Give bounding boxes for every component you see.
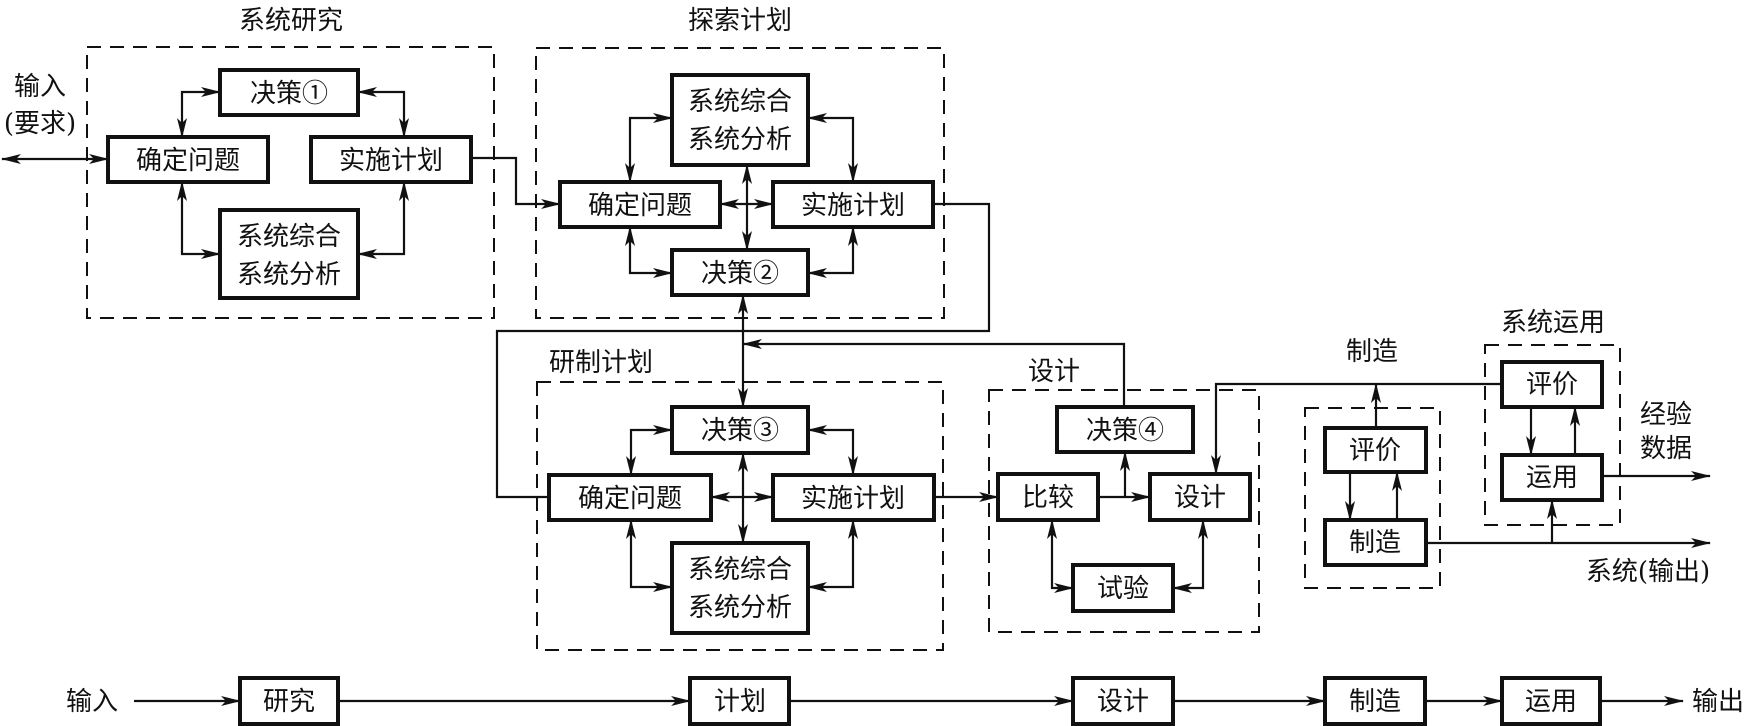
node-evaluate-operation: 评价: [1500, 360, 1604, 409]
connector: [625, 113, 673, 183]
svg-text:制造: 制造: [1349, 687, 1401, 717]
stage-title-operation: 系统运用: [1501, 308, 1605, 338]
stage-frame-design: [988, 389, 1260, 633]
stage-frame-operation: [1484, 344, 1621, 526]
svg-text:设计: 设计: [1097, 687, 1149, 717]
summary-output: 输出: [1692, 687, 1744, 717]
node-implement-plan-3: 实施计划: [771, 473, 936, 522]
stage-title-manufacture: 制造: [1346, 337, 1398, 367]
node-decision-3: 决策③: [670, 405, 810, 455]
node-make: 制造: [1323, 518, 1428, 567]
connector: [807, 519, 858, 592]
stage-operation: 系统运用 评价 运用: [1484, 308, 1621, 543]
stage-manufacture: 制造 评价 制造: [1304, 337, 1441, 589]
system-output-label: 系统(输出): [1586, 557, 1710, 587]
svg-text:运用: 运用: [1525, 687, 1577, 717]
summary-step-research: 研究: [238, 676, 340, 726]
connector: [807, 425, 858, 476]
svg-text:比较: 比较: [1022, 483, 1074, 513]
svg-text:决策④: 决策④: [1086, 416, 1164, 446]
node-design: 设计: [1148, 472, 1252, 522]
stage-title-design: 设计: [1028, 357, 1080, 387]
svg-text:确定问题: 确定问题: [136, 146, 240, 176]
node-test: 试验: [1071, 563, 1175, 613]
connector: [177, 87, 221, 138]
summary-step-design: 设计: [1071, 676, 1175, 726]
stage-title-development: 研制计划: [549, 348, 653, 378]
svg-text:设计: 设计: [1174, 483, 1226, 513]
node-decision-1: 决策①: [218, 68, 360, 117]
summary-step-manufacture: 制造: [1323, 676, 1427, 726]
node-define-problem-1: 确定问题: [106, 135, 270, 184]
feedback-evaluation-to-design: [1211, 382, 1502, 475]
experience-label: 经验: [1640, 400, 1692, 430]
svg-text:系统综合: 系统综合: [237, 222, 341, 252]
svg-text:实施计划: 实施计划: [339, 146, 443, 176]
connector: [177, 181, 221, 259]
svg-text:系统分析: 系统分析: [688, 125, 792, 155]
data-label: 数据: [1640, 434, 1692, 464]
svg-text:实施计划: 实施计划: [801, 484, 905, 514]
node-decision-2: 决策②: [670, 248, 810, 297]
summary-input: 输入: [66, 687, 118, 717]
svg-text:系统综合: 系统综合: [688, 87, 792, 117]
svg-text:决策③: 决策③: [701, 416, 779, 446]
svg-text:确定问题: 确定问题: [578, 484, 682, 514]
node-evaluate-manufacture: 评价: [1323, 426, 1428, 474]
connector: [625, 226, 673, 278]
stage-title-exploration: 探索计划: [688, 6, 792, 36]
svg-text:系统分析: 系统分析: [688, 593, 792, 623]
svg-text:制造: 制造: [1349, 528, 1401, 558]
summary-step-plan: 计划: [688, 676, 791, 726]
input-requirement-label: (要求): [4, 109, 76, 139]
node-decision-4: 决策④: [1055, 405, 1195, 454]
connector: [357, 87, 409, 138]
stage-development: 研制计划 决策③ 确定问题 实施计划 系统综合 系统分析: [536, 348, 944, 651]
connector: [807, 226, 858, 278]
svg-text:计划: 计划: [714, 687, 766, 717]
node-define-problem-2: 确定问题: [558, 180, 722, 229]
svg-text:评价: 评价: [1526, 370, 1578, 400]
stage-frame-development: [536, 381, 944, 651]
svg-text:系统分析: 系统分析: [237, 260, 341, 290]
summary-step-operation: 运用: [1500, 676, 1602, 726]
svg-text:确定问题: 确定问题: [588, 191, 692, 221]
svg-text:评价: 评价: [1349, 436, 1401, 466]
svg-text:运用: 运用: [1526, 463, 1578, 493]
stage-title-research: 系统研究: [239, 6, 343, 36]
node-implement-plan-1: 实施计划: [309, 135, 473, 184]
connector: [626, 425, 673, 476]
connector-research-to-exploration: [471, 156, 561, 209]
svg-text:决策①: 决策①: [250, 79, 328, 109]
stage-frame-research: [86, 46, 495, 319]
summary-flow: 输入 研究 计划 设计 制造 运用 输出: [66, 676, 1744, 726]
stage-exploration: 探索计划 系统综合 系统分析 确定问题 实施计划 决策②: [535, 6, 945, 319]
svg-text:决策②: 决策②: [701, 259, 779, 289]
svg-text:实施计划: 实施计划: [801, 191, 905, 221]
connector: [1047, 519, 1074, 593]
connector: [1172, 519, 1208, 593]
node-synthesis-analysis-3: 系统综合 系统分析: [670, 541, 810, 635]
feedback-decision-4: [742, 339, 1126, 407]
node-compare: 比较: [996, 472, 1100, 522]
node-synthesis-analysis-2: 系统综合 系统分析: [670, 73, 810, 167]
svg-text:试验: 试验: [1097, 574, 1149, 604]
svg-text:系统综合: 系统综合: [688, 555, 792, 585]
stage-frame-manufacture: [1304, 407, 1441, 589]
svg-text:研究: 研究: [263, 687, 315, 717]
node-use: 运用: [1500, 453, 1604, 502]
node-implement-plan-2: 实施计划: [771, 180, 935, 229]
connector: [357, 181, 409, 259]
connector: [626, 519, 673, 592]
stage-research: 系统研究 决策① 确定问题 实施计划 系统综合 系统分析: [86, 6, 495, 319]
node-define-problem-3: 确定问题: [547, 473, 713, 522]
stage-design: 设计 决策④ 比较 设计 试验: [988, 357, 1260, 633]
node-synthesis-analysis-1: 系统综合 系统分析: [218, 208, 360, 300]
connector: [807, 113, 858, 183]
input-label: 输入: [14, 72, 66, 102]
